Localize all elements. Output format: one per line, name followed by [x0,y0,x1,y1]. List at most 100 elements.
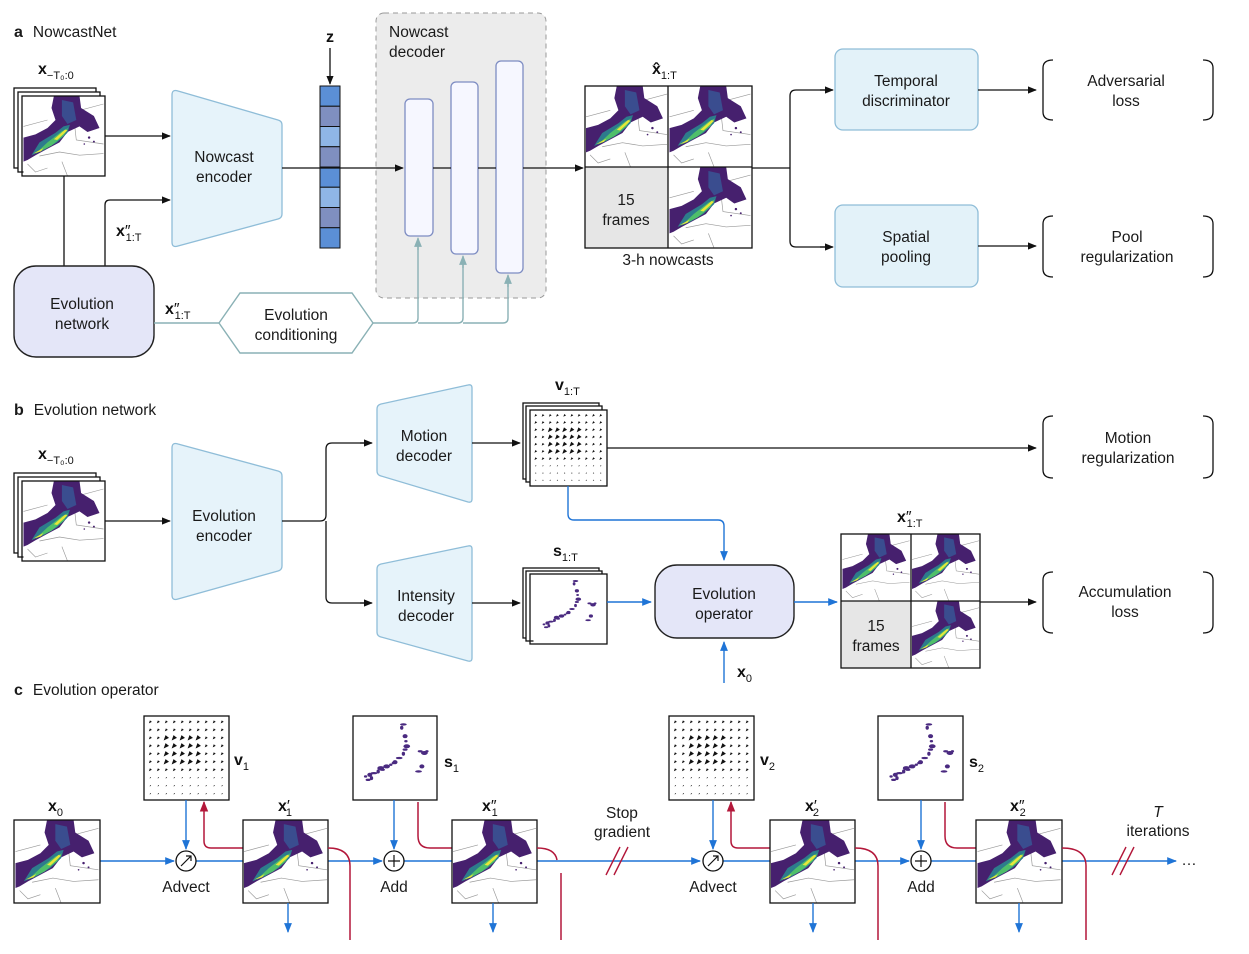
svg-text:discriminator: discriminator [862,93,950,110]
iterations-T: T [1153,804,1164,821]
svg-text:Intensity: Intensity [397,588,455,605]
x1p-image [243,820,328,903]
intensity-decoder: Intensity decoder [376,545,473,662]
evolution-input-stack [13,472,106,562]
x1pp-image [452,820,537,903]
evolution-operator-block: Evolution operator [654,564,795,639]
svg-text:regularization: regularization [1080,249,1173,266]
input-radar-stack [13,87,106,177]
svg-text:Adversarial: Adversarial [1087,73,1165,90]
svg-text:Advect: Advect [689,879,737,896]
adversarial-loss: Adversarial loss [1042,59,1214,121]
branch-to-discriminators [752,89,831,248]
x0-label: x0 [737,664,752,685]
evolution-conditioning: Evolution conditioning [218,292,374,354]
temporal-discriminator: Temporal discriminator [834,48,979,131]
x2p-image [770,820,855,903]
latent-cell [319,227,341,249]
ellipsis: … [1181,852,1197,869]
latent-cell [319,186,341,208]
latent-vector [319,85,341,249]
x1pp-label: x″1 [482,798,498,819]
nowcast-decoder-title-1: Nowcast [389,24,449,41]
x0-image [15,820,99,903]
svg-text:encoder: encoder [196,169,252,186]
decoder-block-3 [495,60,524,274]
v1-label: v1 [234,752,249,773]
svg-text:loss: loss [1112,93,1140,110]
stop-gradient-label-2: gradient [594,824,651,841]
svg-text:Evolution: Evolution [692,586,756,603]
nowcast-output-label: x̂1:T [652,61,677,82]
panel-b-input-label: x−T₀:0 [38,446,74,467]
svg-text:Add: Add [380,879,408,896]
v2-label: v2 [760,752,775,773]
spatial-pooling: Spatial pooling [834,204,979,288]
latent-cell [319,85,341,107]
s1-label: s1 [444,754,459,775]
iteration-break-mark [1111,846,1135,876]
latent-cell [319,126,341,148]
svg-text:Advect: Advect [162,879,210,896]
evolution-network-block: Evolution network [13,265,155,358]
nowcast-output-grid: 15 frames [584,85,753,249]
grad-x1pp-to-s1 [417,802,452,849]
grad-x1pp-stop [536,847,558,861]
svg-text:Evolution: Evolution [50,296,114,313]
evolution-output-grid: 15 frames [840,533,981,669]
x2pp-label: x″2 [1010,798,1026,819]
c-x0-label: x0 [48,798,63,819]
svg-text:Evolution: Evolution [264,307,328,324]
evolved-label-2: x″1:T [165,301,191,322]
motion-regularization: Motion regularization [1042,415,1214,479]
svg-text:regularization: regularization [1081,450,1174,467]
svg-text:Add: Add [907,879,935,896]
svg-text:frames: frames [602,212,650,229]
svg-text:15: 15 [867,618,884,635]
stop-gradient-mark [605,846,629,876]
svg-text:decoder: decoder [396,448,452,465]
advect-icon [707,855,719,867]
s1-image [353,716,437,800]
grad-x1p-down [327,847,351,940]
grad-x2p-to-v2 [726,800,770,849]
v2-image [669,716,754,800]
x2p-label: x′2 [805,798,819,819]
latent-label: z [326,29,334,46]
x1p-label: x′1 [278,798,292,819]
panel-a-input-label: x−T₀:0 [38,61,74,82]
svg-text:Temporal: Temporal [874,73,938,90]
svg-text:frames: frames [852,638,900,655]
add-op-2: Add [907,850,935,896]
svg-text:15: 15 [617,192,634,209]
evolved-label-1: x″1:T [116,223,142,244]
grad-x2p-down [854,847,879,940]
add-icon [388,855,400,867]
add-icon [915,855,927,867]
nowcast-decoder-title-2: decoder [389,44,445,61]
svg-text:network: network [55,316,110,333]
arrow-evolved-to-encoder [104,196,171,267]
advect-icon [180,855,192,867]
conditioning-branches [373,240,509,324]
arrow-motion-to-operator [567,486,728,561]
latent-cell [319,207,341,229]
svg-text:Accumulation: Accumulation [1078,584,1171,601]
decoder-block-2 [450,81,479,255]
x2pp-image [977,820,1061,903]
nowcast-encoder: Nowcast encoder [171,89,283,248]
motion-decoder: Motion decoder [376,384,473,503]
stop-gradient-label-1: Stop [606,805,638,822]
latent-cell [319,105,341,127]
pool-regularization: Pool regularization [1042,215,1214,278]
s2-image [878,716,963,800]
motion-label: v1:T [555,377,580,398]
svg-text:Nowcast: Nowcast [194,149,254,166]
intensity-field-stack [522,567,608,645]
svg-text:loss: loss [1111,604,1139,621]
evolution-output-label: x″1:T [897,509,923,530]
latent-cell [319,166,341,188]
